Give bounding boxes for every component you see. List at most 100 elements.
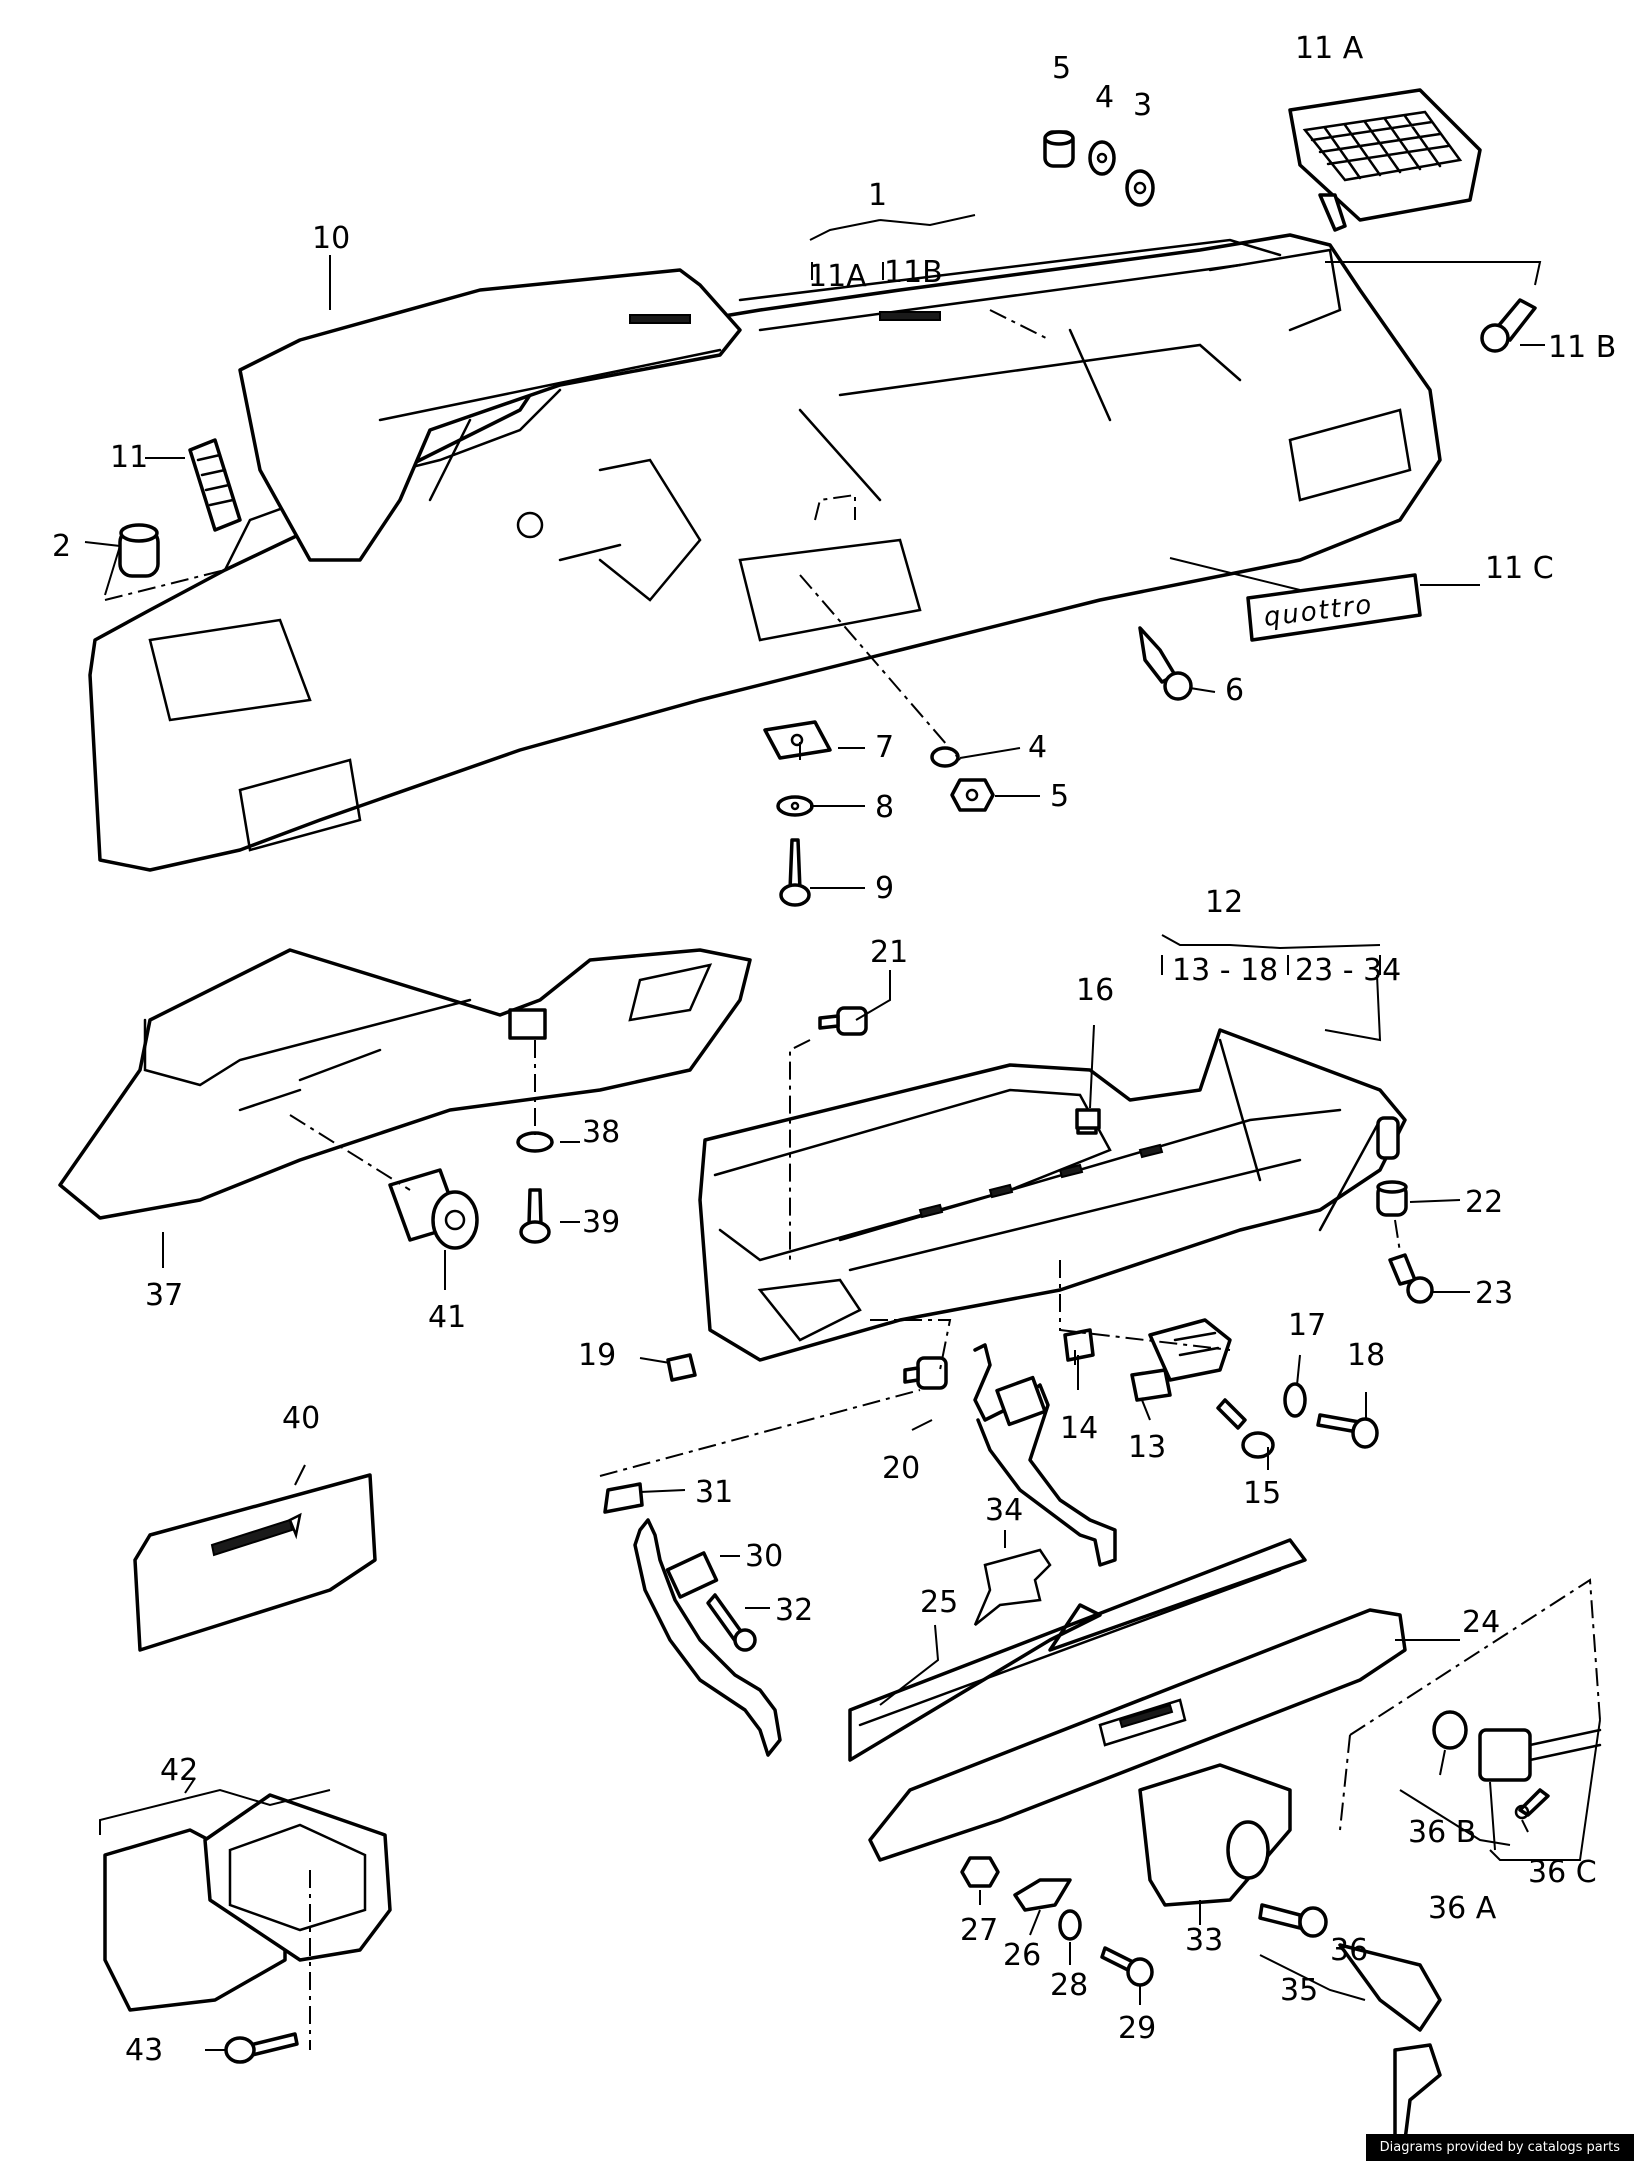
- screw-21: [818, 1006, 868, 1036]
- washer-17: [1283, 1382, 1307, 1418]
- keys-36: [1338, 1943, 1442, 2142]
- grommet-22: [1376, 1180, 1408, 1217]
- strap-right: [973, 1343, 1117, 1567]
- key-36a: [1478, 1728, 1602, 1782]
- label-28: 28: [1050, 1968, 1088, 2003]
- label-2: 2: [52, 529, 71, 564]
- label-11a-group: 11A: [808, 259, 867, 294]
- washer-38: [516, 1131, 554, 1153]
- label-4-top: 4: [1095, 80, 1114, 115]
- label-24: 24: [1462, 1605, 1500, 1640]
- label-30: 30: [745, 1539, 783, 1574]
- label-11: 11: [110, 440, 148, 475]
- screw-18: [1316, 1413, 1379, 1449]
- label-5-top: 5: [1052, 51, 1071, 86]
- label-25: 25: [920, 1585, 958, 1620]
- lock-33: [1138, 1763, 1292, 1907]
- screw-11b: [1480, 298, 1537, 353]
- label-19: 19: [578, 1338, 616, 1373]
- label-7: 7: [875, 730, 894, 765]
- label-36c: 36 C: [1528, 1855, 1597, 1890]
- pin-23: [1388, 1253, 1434, 1304]
- screw-32: [706, 1593, 757, 1652]
- nut-5-top: [1043, 130, 1075, 168]
- glovebox-housing: [698, 1028, 1407, 1362]
- label-21: 21: [870, 935, 908, 970]
- label-10: 10: [312, 221, 350, 256]
- label-20: 20: [882, 1451, 920, 1486]
- label-41: 41: [428, 1300, 466, 1335]
- speaker-grille-11a: [1288, 88, 1482, 232]
- dashboard-panel: [88, 233, 1442, 872]
- label-17: 17: [1288, 1308, 1326, 1343]
- screw-9: [779, 838, 811, 907]
- label-29: 29: [1118, 2011, 1156, 2046]
- label-1: 1: [868, 178, 887, 213]
- clip-26: [1013, 1878, 1072, 1912]
- screw-6: [1138, 626, 1193, 701]
- label-11a: 11 A: [1295, 31, 1364, 66]
- clip-7: [763, 720, 832, 760]
- label-9: 9: [875, 871, 894, 906]
- nut-5-mid: [950, 778, 995, 812]
- label-40: 40: [282, 1401, 320, 1436]
- label-8: 8: [875, 790, 894, 825]
- label-11b-group: 11B: [884, 255, 943, 290]
- label-13-18: 13 - 18: [1172, 953, 1278, 988]
- label-11c: 11 C: [1485, 551, 1554, 586]
- callout-labels: 1 11A 11B 11 A 11 B 11 C 5 4 3 10 11 2 6…: [52, 31, 1616, 2068]
- label-26: 26: [1003, 1938, 1041, 1973]
- label-11b: 11 B: [1548, 330, 1616, 365]
- air-vent-11: [188, 438, 242, 532]
- label-15: 15: [1243, 1476, 1281, 1511]
- label-34: 34: [985, 1493, 1023, 1528]
- lock-washer-3: [1125, 169, 1155, 207]
- label-36: 36: [1330, 1933, 1368, 1968]
- tab-19: [666, 1353, 697, 1382]
- label-31: 31: [695, 1475, 733, 1510]
- clip-31: [603, 1482, 644, 1514]
- label-18: 18: [1347, 1338, 1385, 1373]
- attribution-footer: Diagrams provided by catalogs parts: [1365, 2134, 1634, 2161]
- label-32: 32: [775, 1593, 813, 1628]
- screw-29: [1100, 1946, 1154, 1987]
- label-5-mid: 5: [1050, 779, 1069, 814]
- label-36a: 36 A: [1428, 1891, 1497, 1926]
- cap-36b: [1432, 1710, 1468, 1750]
- screw-15: [1216, 1398, 1275, 1459]
- quattro-badge-11c: quottro: [1246, 573, 1422, 642]
- label-16: 16: [1076, 973, 1114, 1008]
- nut-27: [960, 1856, 1000, 1888]
- glovebox-lid-24: [868, 1608, 1407, 1862]
- cylinder-35: [1258, 1903, 1328, 1938]
- strap-left: [633, 1518, 782, 1757]
- label-23: 23: [1475, 1276, 1513, 1311]
- bracket-34: [973, 1548, 1052, 1626]
- dash-small-parts: quottro: [118, 88, 1537, 907]
- leader-lines: [84, 214, 1601, 2051]
- washer-4-mid: [930, 746, 960, 768]
- ashtray-42: [103, 1793, 392, 2012]
- label-22: 22: [1465, 1185, 1503, 1220]
- screw-36c: [1514, 1788, 1550, 1820]
- screw-43: [224, 2032, 299, 2064]
- clip-16: [1075, 1108, 1101, 1130]
- screw-39: [519, 1188, 551, 1244]
- label-38: 38: [582, 1115, 620, 1150]
- lid-liner-25: [848, 1538, 1307, 1762]
- label-3: 3: [1133, 88, 1152, 123]
- screw-20: [903, 1356, 948, 1390]
- label-33: 33: [1185, 1923, 1223, 1958]
- label-6: 6: [1225, 673, 1244, 708]
- washer-28: [1058, 1909, 1082, 1941]
- label-14: 14: [1060, 1411, 1098, 1446]
- knob-2: [118, 523, 160, 578]
- label-42: 42: [160, 1753, 198, 1788]
- label-12: 12: [1205, 885, 1243, 920]
- label-35: 35: [1280, 1973, 1318, 2008]
- flap-40: [133, 1473, 377, 1652]
- label-39: 39: [582, 1205, 620, 1240]
- label-43: 43: [125, 2033, 163, 2068]
- washer-8: [776, 795, 814, 817]
